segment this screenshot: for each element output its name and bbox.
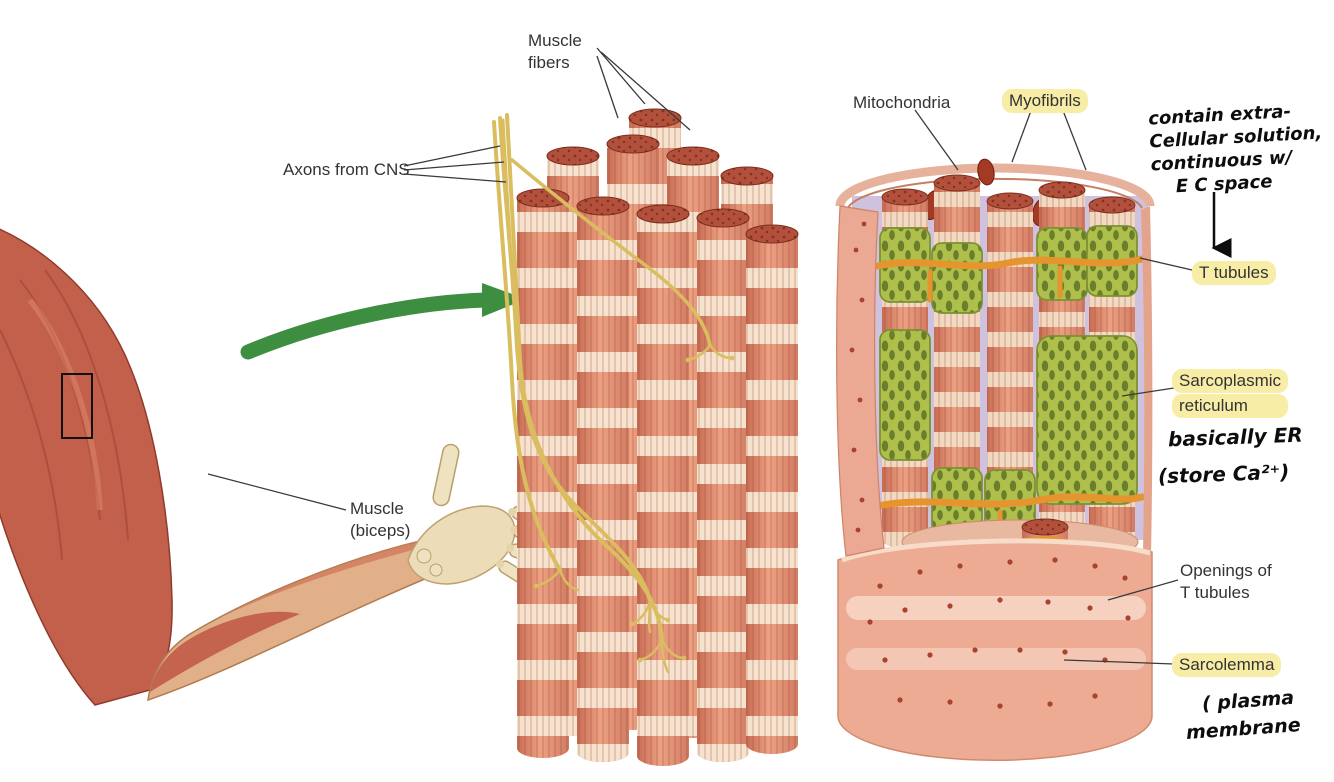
sr-highlight-line1: Sarcoplasmic xyxy=(1172,369,1289,393)
label-muscle-biceps-line1: Muscle xyxy=(350,499,404,518)
t-tubules-highlight: T tubules xyxy=(1192,261,1276,285)
label-muscle-fibers-line1: Muscle xyxy=(528,31,582,50)
label-muscle-biceps-line2: (biceps) xyxy=(350,521,411,540)
label-openings-of-t-tubules: Openings of T tubules xyxy=(1180,560,1272,604)
sarcolemma-illustration xyxy=(837,538,1153,762)
label-t-tubules: T tubules xyxy=(1192,260,1276,286)
label-muscle-fibers-line2: fibers xyxy=(528,53,570,72)
handwritten-store-ca: (store Ca²⁺) xyxy=(1157,459,1290,489)
openings-line1: Openings of xyxy=(1180,561,1272,580)
axons-illustration xyxy=(492,113,735,674)
muscle-fiber-cutaway-illustration xyxy=(835,158,1155,762)
zoom-region-box xyxy=(61,373,93,439)
magnify-arrow-icon xyxy=(240,283,526,360)
label-sarcoplasmic-reticulum: Sarcoplasmic reticulum xyxy=(1172,368,1289,419)
sr-highlight-line2: reticulum xyxy=(1172,394,1289,418)
label-muscle-fibers: Muscle fibers xyxy=(528,30,582,74)
sarcoplasmic-reticulum-illustration xyxy=(879,225,1138,541)
label-sarcolemma: Sarcolemma xyxy=(1172,652,1282,678)
label-muscle-biceps: Muscle (biceps) xyxy=(350,498,410,542)
label-myofibrils: Myofibrils xyxy=(1002,88,1088,114)
handwritten-basically-er: basically ER xyxy=(1167,422,1304,452)
label-axons-from-cns: Axons from CNS xyxy=(283,160,410,179)
sarcolemma-highlight: Sarcolemma xyxy=(1172,653,1282,677)
muscle-fiber-bundle-illustration xyxy=(492,108,799,766)
myofibrils-highlight: Myofibrils xyxy=(1002,89,1088,113)
label-mitochondria: Mitochondria xyxy=(853,93,951,112)
leader-lines xyxy=(207,47,1193,665)
openings-line2: T tubules xyxy=(1180,583,1250,602)
handwritten-ec-note: contain extra- Cellular solution, contin… xyxy=(1147,101,1323,198)
